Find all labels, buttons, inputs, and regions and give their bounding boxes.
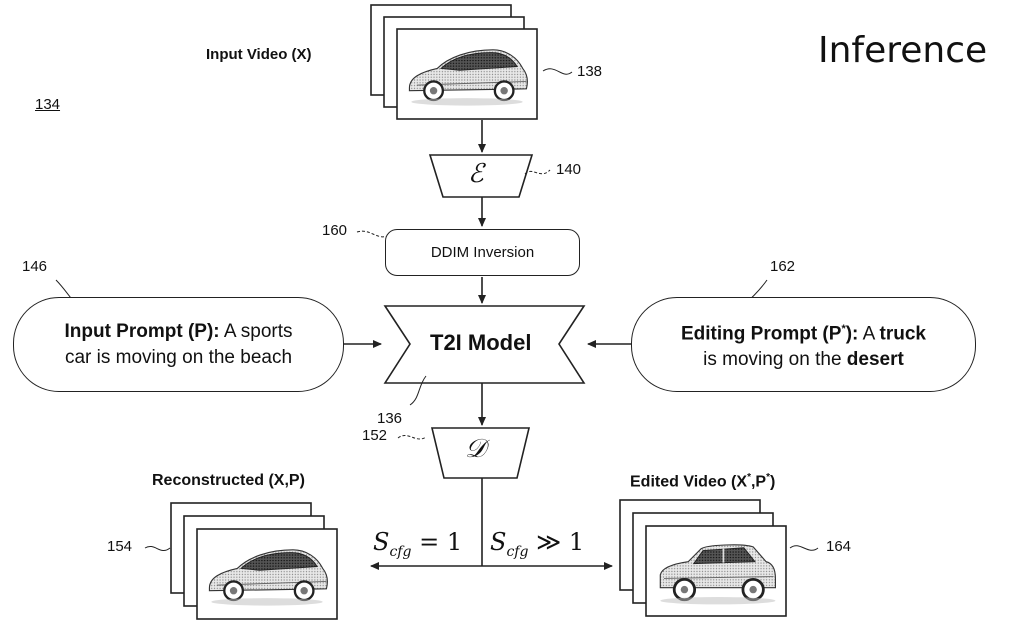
input-video-ref: 138: [577, 63, 603, 80]
input-video-caption: Input Video (X): [206, 46, 312, 63]
edited-caption-b: ,P: [750, 473, 767, 491]
editing-prompt-text-2: is moving on the: [703, 349, 847, 371]
reconstructed-ref: 154: [107, 538, 133, 555]
page-title: Inference: [818, 30, 988, 71]
t2i-label: T2I Model: [430, 330, 532, 355]
reconstructed-frames: [144, 502, 338, 620]
edited-caption-c: ): [770, 473, 776, 491]
input-prompt-text-2: car is moving on the beach: [64, 346, 293, 368]
edited-caption-a: Edited Video (X: [630, 473, 748, 491]
editing-prompt-ref: 162: [770, 258, 796, 275]
decoder-ref: 152: [362, 427, 388, 444]
edited-caption-sup-1: *: [747, 472, 751, 483]
scfg-right-label: Scfg ≫ 1: [490, 528, 585, 560]
edited-caption-sup-2: *: [766, 472, 770, 483]
editing-prompt-bold-3: truck: [879, 323, 926, 345]
editing-prompt-bold-4: desert: [846, 349, 904, 371]
encoder-ref: 140: [556, 161, 582, 178]
input-video-frames: [370, 4, 573, 120]
scfg-left-value: = 1: [419, 528, 463, 556]
encoder-block: [428, 154, 534, 198]
editing-prompt-text-1: A: [858, 323, 880, 345]
scfg-left-label: Scfg = 1: [373, 528, 463, 560]
t2i-ref: 136: [377, 410, 403, 427]
editing-prompt-box: Editing Prompt (P*): A truck is moving o…: [631, 297, 976, 392]
scfg-right-value: ≫ 1: [536, 528, 585, 556]
edited-caption: Edited Video (X*,P*): [630, 472, 775, 491]
reconstructed-caption: Reconstructed (X,P): [152, 472, 305, 489]
encoder-symbol: ℰ: [468, 159, 484, 189]
ddim-label: DDIM Inversion: [430, 244, 535, 261]
input-prompt-ref: 146: [22, 258, 48, 275]
figure-ref: 134: [35, 96, 61, 113]
editing-prompt-bold-1: Editing Prompt (P: [681, 323, 842, 345]
decoder-block: [430, 427, 531, 479]
input-prompt-box: Input Prompt (P): A sports car is moving…: [13, 297, 344, 392]
t2i-block: [383, 305, 586, 384]
decoder-symbol: 𝒟: [465, 434, 486, 464]
input-prompt-text-1: A sports: [219, 320, 293, 342]
edited-frames: [619, 499, 819, 617]
editing-prompt-sup: *: [841, 322, 846, 335]
input-prompt-bold: Input Prompt (P):: [64, 320, 220, 342]
editing-prompt-bold-2: ):: [845, 323, 859, 345]
ddim-inversion-box: DDIM Inversion: [385, 229, 580, 276]
edited-ref: 164: [826, 538, 852, 555]
ddim-ref: 160: [322, 222, 348, 239]
